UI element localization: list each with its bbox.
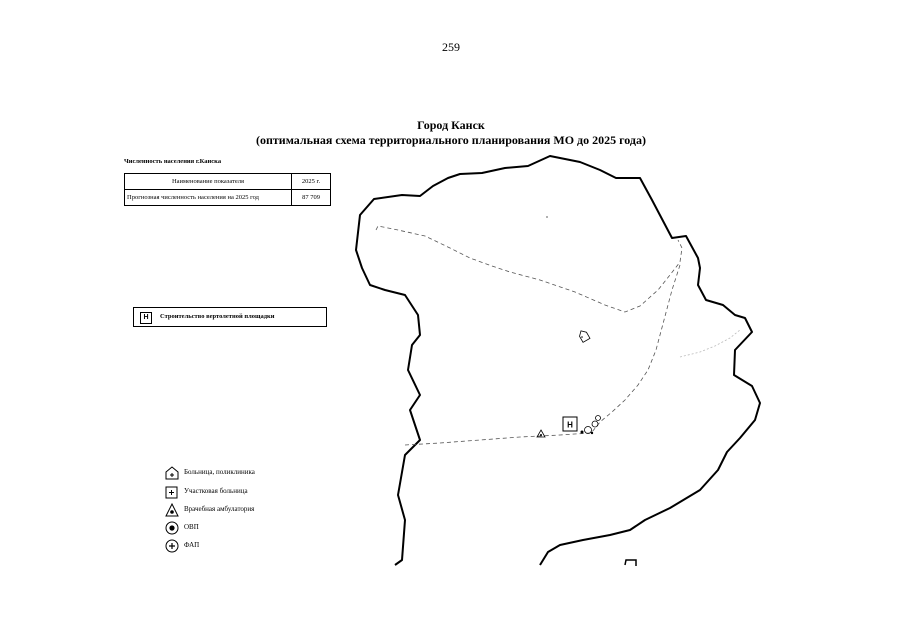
map-subtitle: (оптимальная схема территориального план… [256, 133, 646, 147]
city-boundary [355, 155, 761, 566]
ovp-circle-icon [165, 521, 179, 535]
helipad-legend-label: Строительство вертолетной площадки [160, 313, 275, 320]
table-cell: 87 709 [291, 189, 331, 206]
ambulatory-triangle-icon [165, 503, 179, 517]
table-row: Прогнозная численность населения на 2025… [124, 189, 331, 206]
population-table: Наименование показателя 2025 г. Прогнозн… [124, 173, 331, 206]
legend-label: Участковая больница [184, 487, 248, 495]
helipad-legend: H Строительство вертолетной площадки [133, 307, 327, 327]
legend-label: Врачебная амбулатория [184, 505, 255, 513]
population-table-heading: Численность населения г.Канска [124, 158, 222, 165]
district-boundary-dashed [591, 264, 681, 433]
map-title: Город Канск [417, 118, 485, 132]
hospital-house-icon [165, 466, 179, 480]
legend-label: Больница, поликлиника [184, 468, 255, 476]
river-line [679, 329, 741, 358]
map-hospital-marker [579, 330, 591, 343]
map-helipad-letter: H [567, 421, 573, 430]
fap-circle-icon [165, 539, 179, 553]
map-point-marker [546, 216, 548, 218]
southern-boundary-dashed [404, 432, 591, 446]
district-hospital-icon [165, 486, 178, 499]
boundary-fragment [624, 559, 637, 566]
map-facility-cluster [580, 415, 601, 435]
map-ambulatory-marker [536, 429, 546, 438]
river-boundary-dashed [375, 225, 683, 313]
legend-label: ОВП [184, 523, 199, 531]
page-number: 259 [442, 40, 460, 54]
helipad-icon: H [140, 312, 152, 324]
map-helipad-marker: H [562, 416, 578, 432]
legend-label: ФАП [184, 541, 200, 549]
